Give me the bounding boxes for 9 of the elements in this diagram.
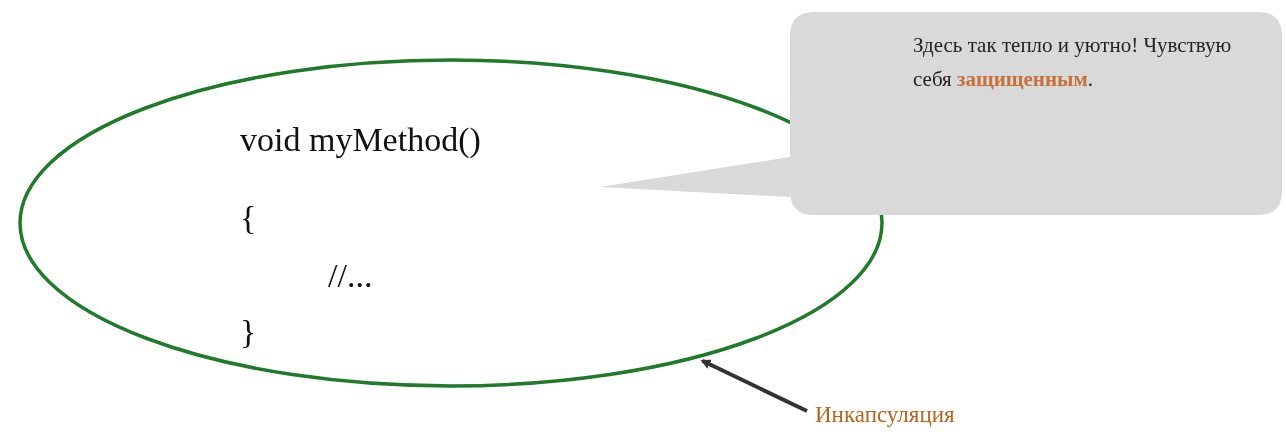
speech-bubble	[600, 12, 1282, 217]
callout-label: Инкапсуляция	[815, 397, 955, 433]
code-line: void myMethod()	[240, 120, 481, 160]
bubble-text: Здесь так тепло и уютно! Чувствую себя защищенным.	[913, 32, 1233, 93]
code-line: //...	[328, 256, 373, 296]
code-line: }	[240, 312, 257, 352]
arrow	[700, 359, 808, 413]
code-line: {	[240, 198, 257, 238]
method-ellipse	[18, 58, 884, 388]
